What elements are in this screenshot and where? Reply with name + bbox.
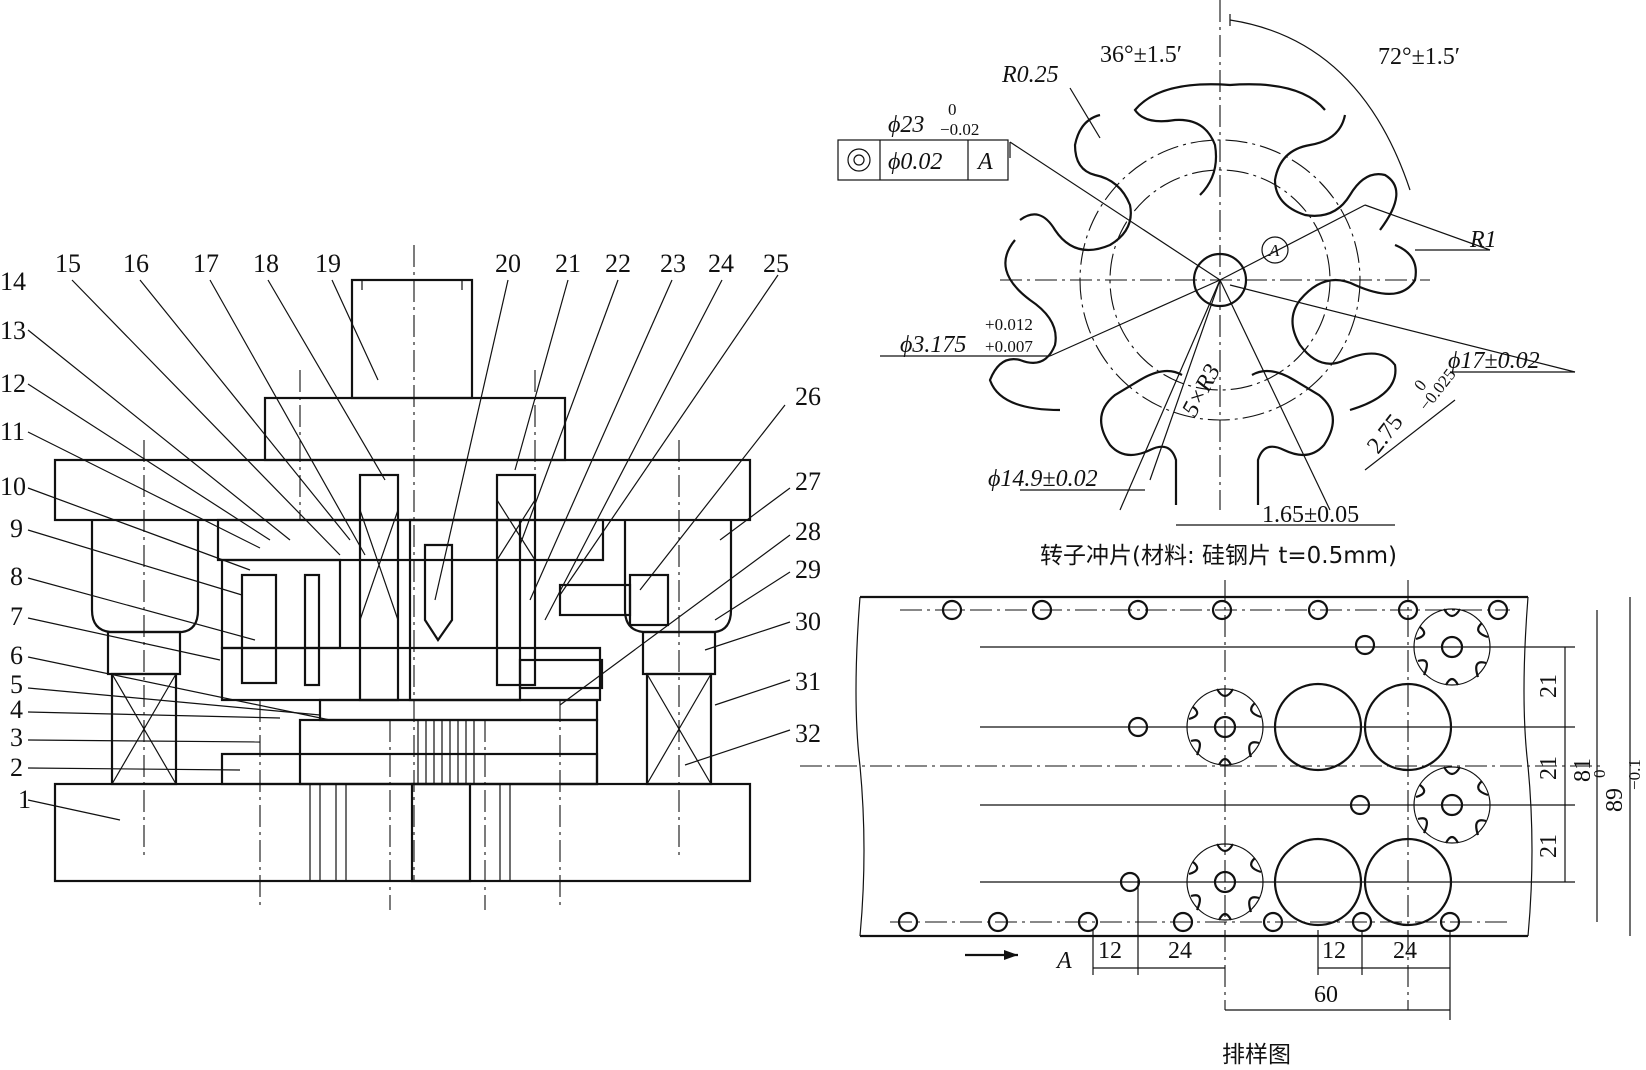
svg-text:1.65±0.05: 1.65±0.05 [1262,502,1359,528]
svg-text:10: 10 [0,472,26,501]
svg-text:2.75: 2.75 [1362,410,1408,459]
svg-text:6: 6 [10,641,23,670]
svg-text:12: 12 [1322,938,1346,964]
svg-text:4: 4 [10,695,23,724]
svg-text:27: 27 [795,467,821,496]
center-block [408,518,522,702]
svg-text:9: 9 [10,514,23,543]
rotor-outline [988,83,1417,505]
svg-text:R1: R1 [1469,227,1497,253]
svg-text:24: 24 [708,249,734,278]
concentricity-icon [847,148,871,172]
part-number-labels: 1 2 3 4 5 6 7 8 9 10 11 12 13 14 15 16 1… [0,249,821,814]
svg-text:36°±1.5′: 36°±1.5′ [1100,42,1182,68]
svg-text:ϕ14.9±0.02: ϕ14.9±0.02 [988,466,1098,492]
punch-cluster [417,720,475,784]
svg-text:7: 7 [10,602,23,631]
svg-text:2: 2 [10,753,23,782]
svg-text:3: 3 [10,723,23,752]
svg-text:1: 1 [18,785,31,814]
svg-text:13: 13 [0,316,26,345]
svg-text:28: 28 [795,517,821,546]
strip-layout-caption: 排样图 [1222,1042,1291,1068]
svg-text:26: 26 [795,382,821,411]
svg-text:89: 89 [1602,788,1628,812]
svg-text:19: 19 [315,249,341,278]
die-assembly [27,245,791,910]
svg-text:+0.012: +0.012 [985,315,1033,334]
die-shank [350,278,474,400]
svg-text:−0.02: −0.02 [940,120,979,139]
die-block [298,718,599,786]
svg-text:22: 22 [605,249,631,278]
svg-text:24: 24 [1393,938,1417,964]
svg-text:81: 81 [1570,758,1596,782]
svg-text:21: 21 [555,249,581,278]
rotor-lamination-view: A ϕ0.02 [837,0,1576,569]
svg-text:72°±1.5′: 72°±1.5′ [1378,44,1460,70]
svg-text:5×R3: 5×R3 [1177,360,1226,421]
svg-text:29: 29 [795,555,821,584]
svg-text:5: 5 [10,670,23,699]
svg-text:ϕ3.175: ϕ3.175 [900,332,966,358]
svg-text:12: 12 [0,369,26,398]
svg-text:21: 21 [1536,674,1562,698]
svg-text:30: 30 [795,607,821,636]
svg-text:A: A [976,149,993,175]
svg-text:21: 21 [1536,834,1562,858]
svg-text:23: 23 [660,249,686,278]
svg-text:24: 24 [1168,938,1192,964]
svg-text:0: 0 [1590,770,1609,779]
svg-text:−0.1: −0.1 [1625,759,1644,790]
lower-die-base [53,782,752,883]
svg-text:18: 18 [253,249,279,278]
svg-text:14: 14 [0,267,26,296]
rotor-caption: 转子冲片(材料: 硅钢片 t=0.5mm) [1040,543,1397,569]
geometric-tolerance-frame: ϕ0.02 A [837,139,1009,181]
svg-text:ϕ23: ϕ23 [888,112,924,138]
svg-text:60: 60 [1314,982,1338,1008]
svg-text:A: A [1268,241,1280,260]
svg-text:+0.007: +0.007 [985,337,1033,356]
svg-text:ϕ0.02: ϕ0.02 [888,149,942,175]
lower-die-plate [220,752,599,786]
strip-layout-view: A 12 24 12 24 60 21 21 21 81 89 0 −0.1 排… [800,580,1644,1068]
svg-text:32: 32 [795,719,821,748]
svg-text:R0.25: R0.25 [1001,62,1059,88]
svg-text:16: 16 [123,249,149,278]
svg-text:A: A [1055,948,1072,974]
guide-block-left [220,558,342,650]
svg-text:25: 25 [763,249,789,278]
svg-text:0: 0 [948,100,957,119]
svg-text:17: 17 [193,249,219,278]
svg-text:ϕ17±0.02: ϕ17±0.02 [1448,348,1540,374]
svg-text:15: 15 [55,249,81,278]
stripper-plate [318,698,599,722]
svg-text:8: 8 [10,562,23,591]
svg-text:31: 31 [795,667,821,696]
svg-text:11: 11 [0,417,25,446]
svg-text:21: 21 [1536,756,1562,780]
svg-text:20: 20 [495,249,521,278]
svg-text:12: 12 [1098,938,1122,964]
